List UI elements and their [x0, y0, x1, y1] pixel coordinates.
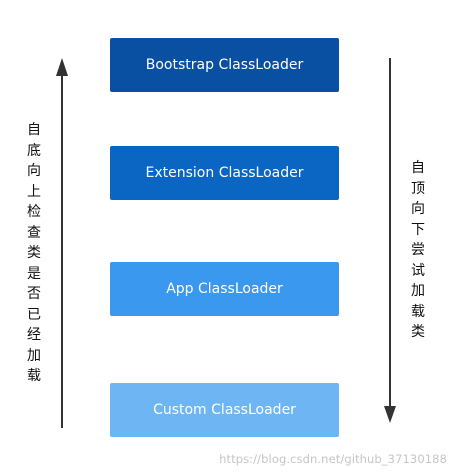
bootstrap-classloader-box: Bootstrap ClassLoader: [110, 38, 339, 92]
watermark: https://blog.csdn.net/github_37130188: [219, 452, 447, 466]
downward-arrow-head: [384, 406, 396, 423]
custom-classloader-box: Custom ClassLoader: [110, 383, 339, 437]
upward-arrow-head: [56, 58, 68, 76]
bottom-up-check-label: 自底向上检查类是否已经加载: [27, 122, 41, 384]
extension-classloader-box: Extension ClassLoader: [110, 146, 339, 200]
top-down-load-label: 自顶向下尝试加载类: [411, 160, 425, 340]
app-classloader-box: App ClassLoader: [110, 262, 339, 316]
